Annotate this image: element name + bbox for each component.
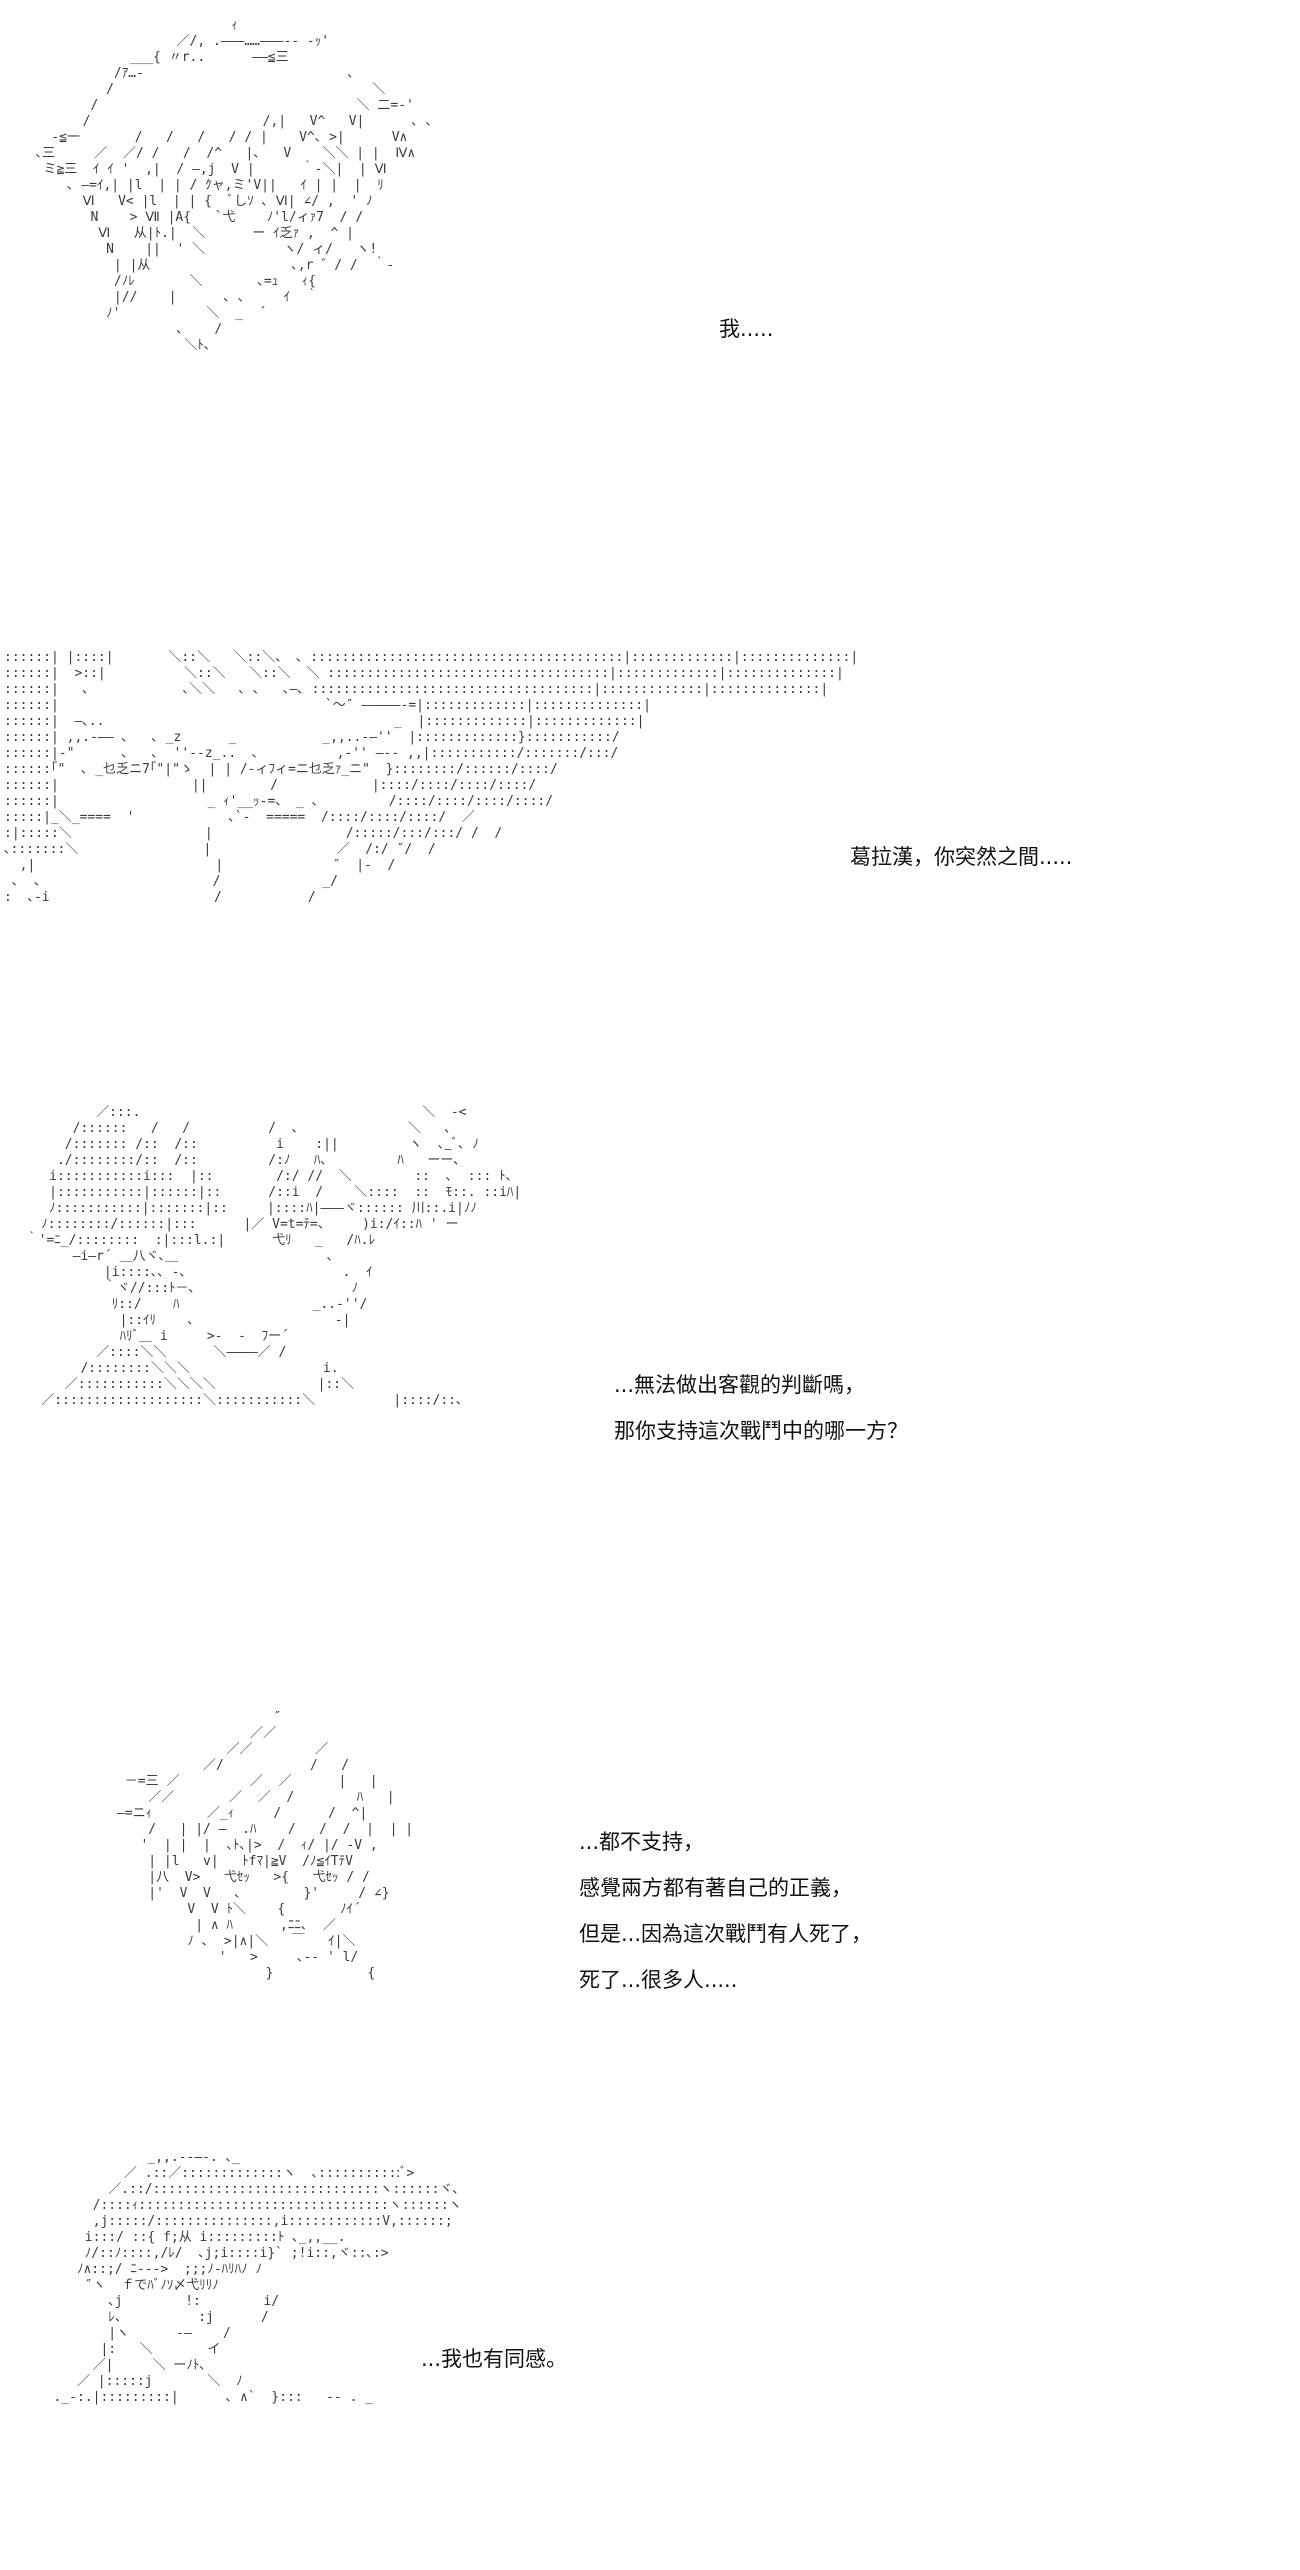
dialogue-line: 死了...很多人..... — [579, 1968, 738, 1992]
dialogue-line: 我..... — [719, 317, 774, 341]
panel-5: _,,.-‐―-. ､_ ／ .::／:::::::::::::ヽ ､:::::… — [0, 2140, 1300, 2570]
dialogue-line: ...我也有同感。 — [421, 2347, 568, 2371]
dialogue-line: 葛拉漢，你突然之間..... — [850, 845, 1073, 869]
dialogue-2: 葛拉漢，你突然之間..... — [850, 834, 1072, 880]
dialogue-line: ...無法做出客觀的判斷嗎， — [614, 1373, 866, 1397]
ascii-art-figure-1: ｨ ／/, .―――……―――‐- -ｯ' ___{ 〃r.. ――≦三 /ｱ…… — [35, 18, 433, 353]
panel-1: ｨ ／/, .―――……―――‐- -ｯ' ___{ 〃r.. ――≦三 /ｱ…… — [0, 0, 1300, 600]
panel-2: ::::::| |::::| ＼::＼ ＼::＼、 ､ ::::::::::::… — [0, 620, 1300, 1060]
panel-4: ″ ／／ ／／ ／ ／/ / / －=三 ／ ／ ／ | | ／／ ／ ／ / … — [0, 1700, 1300, 2140]
dialogue-4: ...都不支持， 感覺兩方都有著自己的正義， 但是...因為這次戰鬥有人死了， … — [579, 1819, 872, 2003]
dialogue-line: 感覺兩方都有著自己的正義， — [579, 1876, 852, 1900]
panel-3: ／:::. ＼ -< /:::::: / / / ､ ＼ ､ /::::::: … — [0, 1100, 1300, 1660]
dialogue-line: ...都不支持， — [579, 1830, 705, 1854]
dialogue-5: ...我也有同感。 — [421, 2336, 567, 2382]
ascii-art-figure-3: ／:::. ＼ -< /:::::: / / / ､ ＼ ､ /::::::: … — [25, 1105, 522, 1408]
dialogue-line: 那你支持這次戰鬥中的哪一方？ — [614, 1419, 908, 1443]
ascii-art-figure-2: ::::::| |::::| ＼::＼ ＼::＼、 ､ ::::::::::::… — [4, 650, 859, 905]
dialogue-3: ...無法做出客觀的判斷嗎， 那你支持這次戰鬥中的哪一方？ — [614, 1362, 908, 1454]
ascii-art-figure-4: ″ ／／ ／／ ／ ／/ / / －=三 ／ ／ ／ | | ／／ ／ ／ / … — [116, 1710, 414, 1981]
dialogue-line: 但是...因為這次戰鬥有人死了， — [579, 1922, 873, 1946]
ascii-art-figure-5: _,,.-‐―-. ､_ ／ .::／:::::::::::::ヽ ､:::::… — [53, 2150, 462, 2405]
dialogue-1: 我..... — [719, 306, 773, 352]
